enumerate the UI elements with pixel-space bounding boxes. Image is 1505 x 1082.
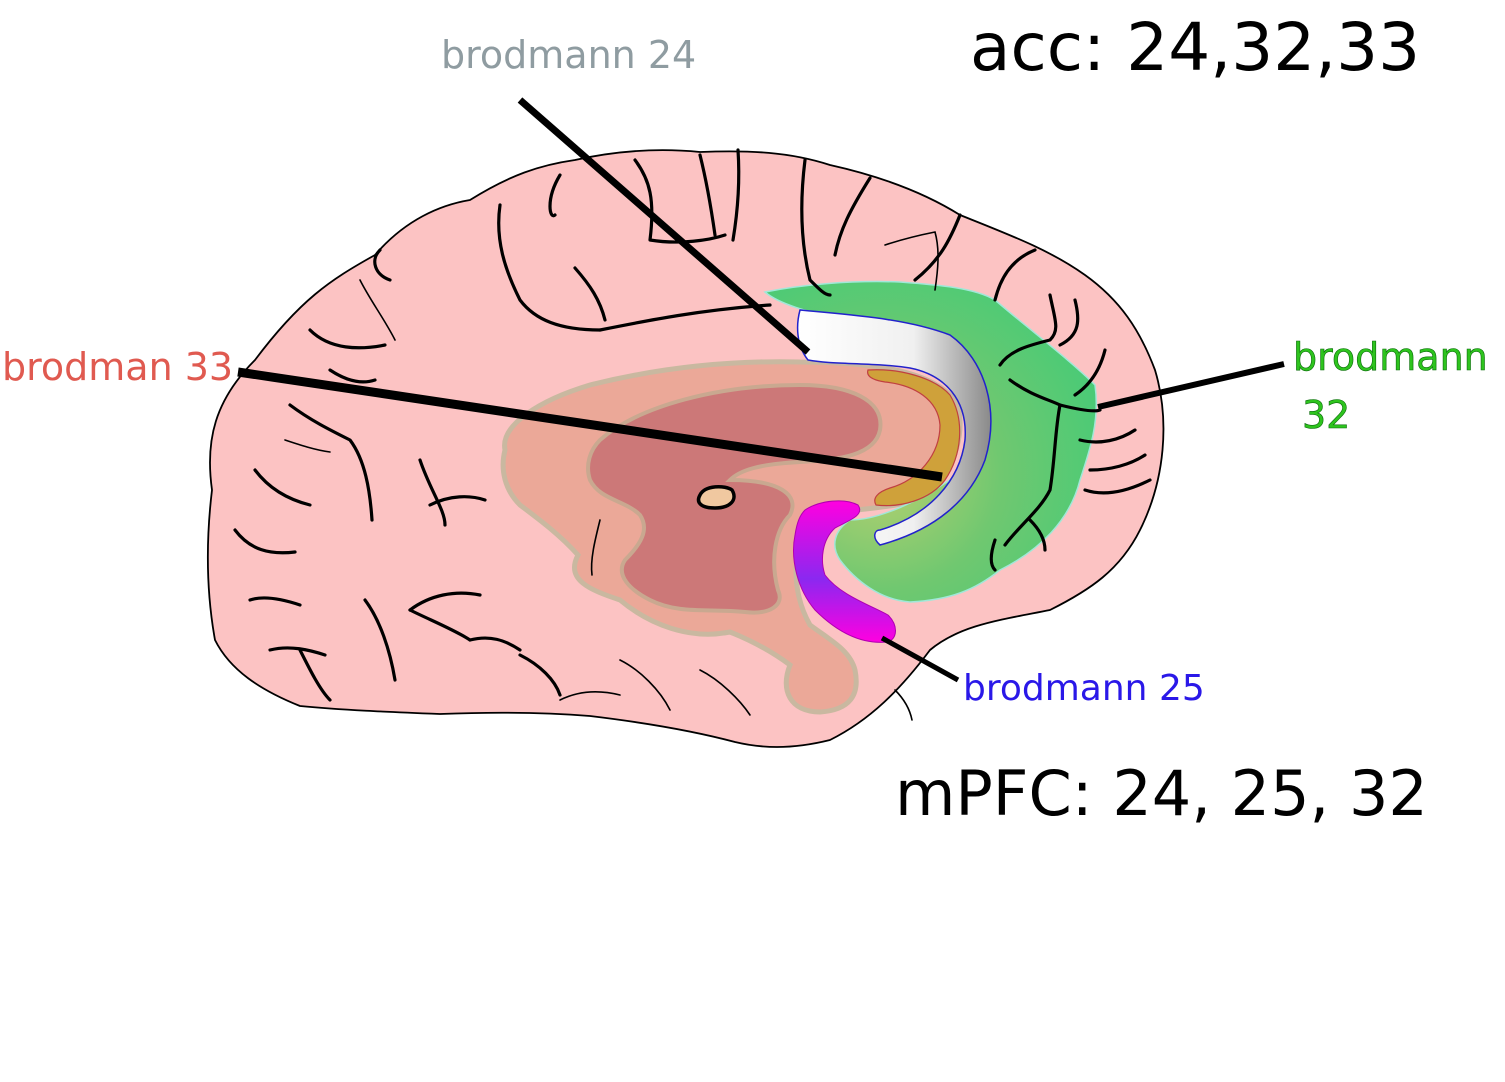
sulci bbox=[233, 148, 1152, 702]
label-brodmann-24: brodmann 24 bbox=[441, 33, 696, 77]
region-ba24 bbox=[796, 309, 992, 546]
leader-line-ba25 bbox=[880, 635, 960, 683]
label-brodmann-25: brodmann 25 bbox=[963, 668, 1205, 709]
leader-line-ba33 bbox=[237, 367, 943, 482]
leader-line-ba24 bbox=[517, 97, 811, 355]
fine-sulci bbox=[284, 231, 939, 721]
heading-mpfc: mPFC: 24, 25, 32 bbox=[895, 757, 1428, 830]
label-brodmann-32-line2: 32 bbox=[1302, 393, 1350, 437]
thalamus-blob bbox=[696, 484, 736, 510]
heading-acc: acc: 24,32,33 bbox=[970, 9, 1420, 86]
leader-line-ba32 bbox=[1097, 361, 1285, 410]
region-ba33 bbox=[867, 369, 961, 507]
label-brodman-33: brodman 33 bbox=[2, 345, 233, 389]
region-ba25 bbox=[793, 500, 896, 643]
label-brodmann-32-line1: brodmann bbox=[1293, 335, 1488, 379]
